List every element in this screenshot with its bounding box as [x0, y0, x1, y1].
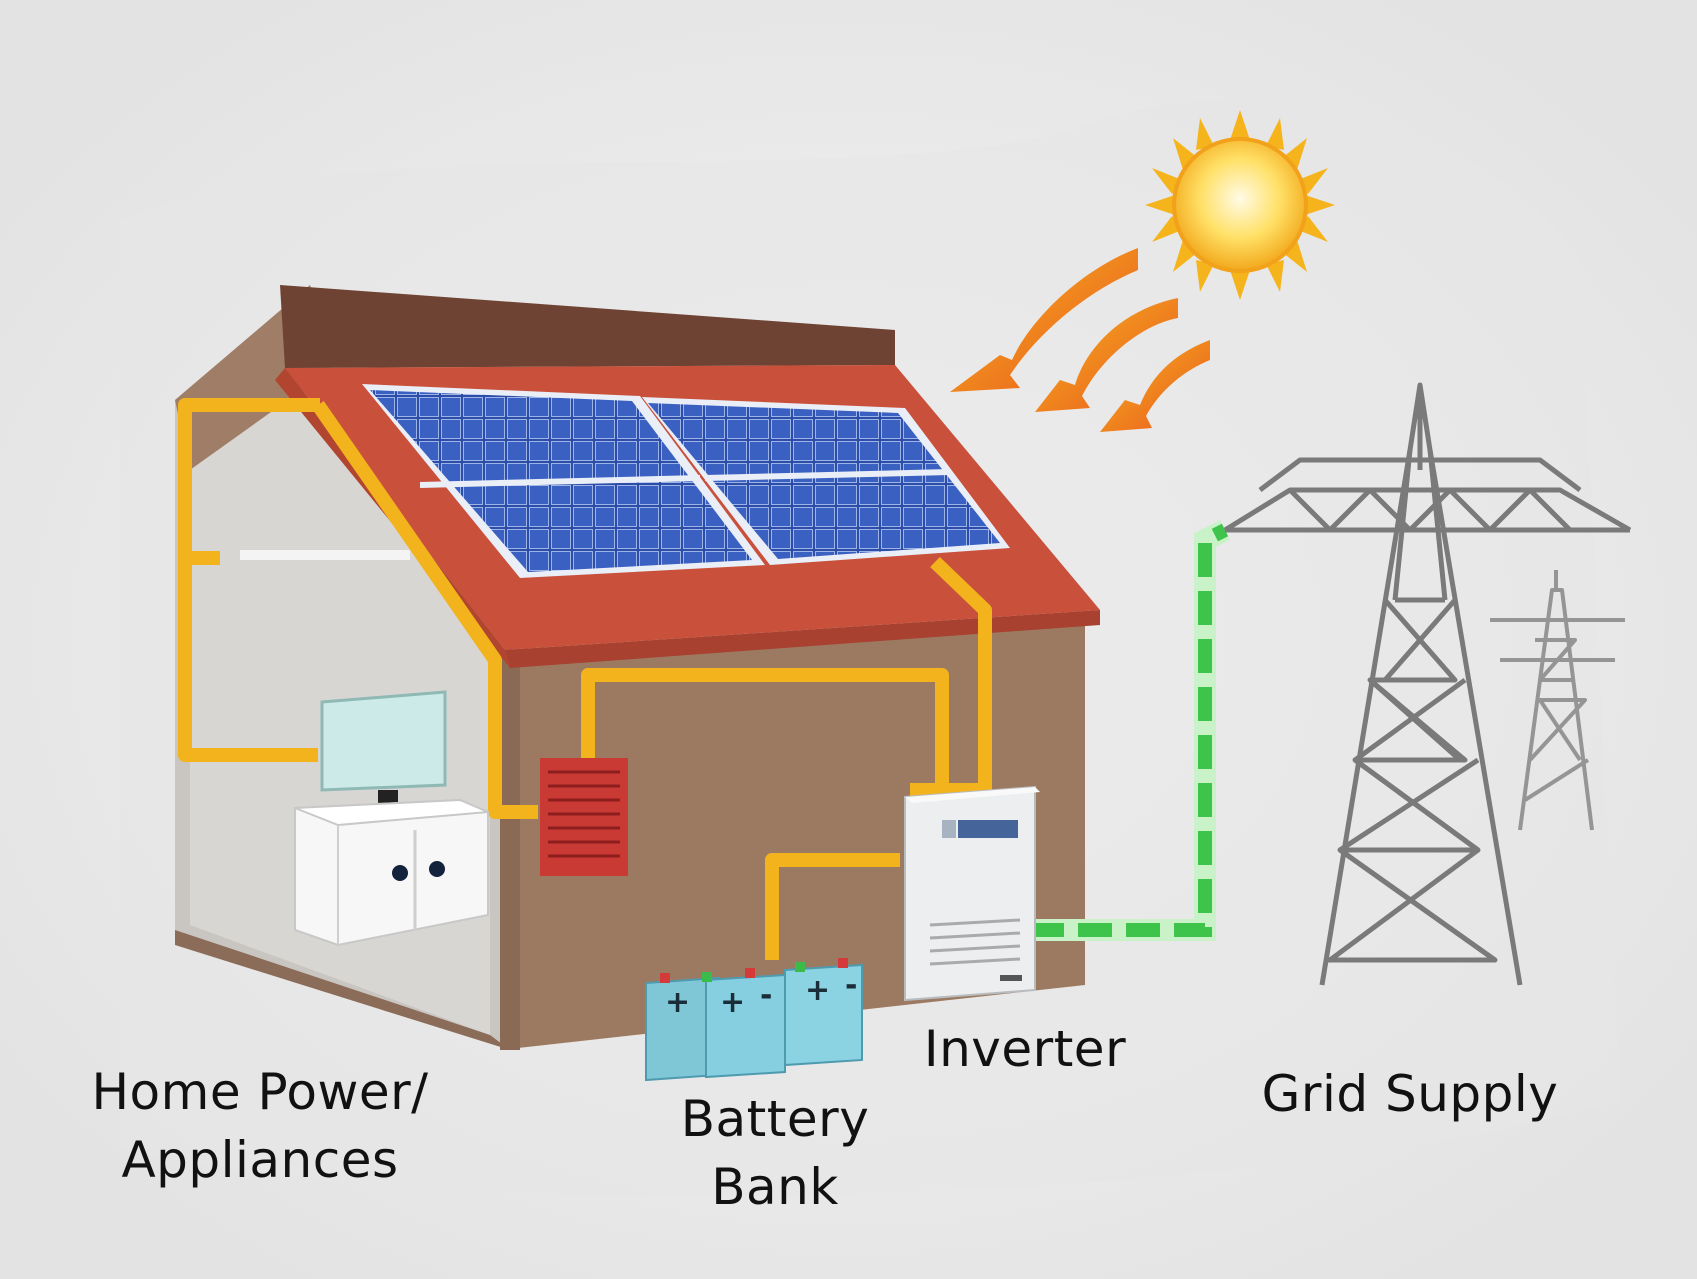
breaker-box-icon: [540, 758, 628, 876]
label-battery-line1: Battery: [680, 1090, 870, 1148]
inverter-icon: [904, 785, 1040, 1002]
battery-terminal: +: [805, 973, 830, 1008]
label-grid-text: Grid Supply: [1261, 1065, 1559, 1123]
label-inverter: Inverter: [900, 1015, 1150, 1083]
cabinet-icon: [294, 798, 489, 947]
sun-rays-icon: [950, 248, 1210, 432]
battery-terminal: +: [720, 985, 745, 1020]
transmission-tower-icon: [1223, 382, 1632, 986]
label-battery-bank: Battery Bank: [640, 1085, 910, 1221]
tv-icon: [320, 690, 447, 806]
label-home-line1: Home Power/: [91, 1063, 429, 1121]
dc-wiring: [178, 398, 992, 960]
roof-ridge: [280, 285, 895, 368]
grid-wiring: [1030, 520, 1230, 941]
label-grid-supply: Grid Supply: [1220, 1060, 1600, 1128]
shelf: [240, 550, 410, 560]
label-inverter-text: Inverter: [923, 1020, 1127, 1078]
battery-terminal: -: [760, 978, 772, 1013]
label-battery-line2: Bank: [711, 1158, 839, 1216]
label-home-power-appliances: Home Power/ Appliances: [60, 1058, 460, 1194]
battery-icon: + + - + -: [645, 958, 863, 1082]
battery-terminal: -: [845, 968, 857, 1003]
sun-icon: [1145, 110, 1335, 300]
solar-panel-icon: [362, 384, 1010, 578]
label-home-line2: Appliances: [121, 1131, 399, 1189]
battery-terminal: +: [665, 985, 690, 1020]
